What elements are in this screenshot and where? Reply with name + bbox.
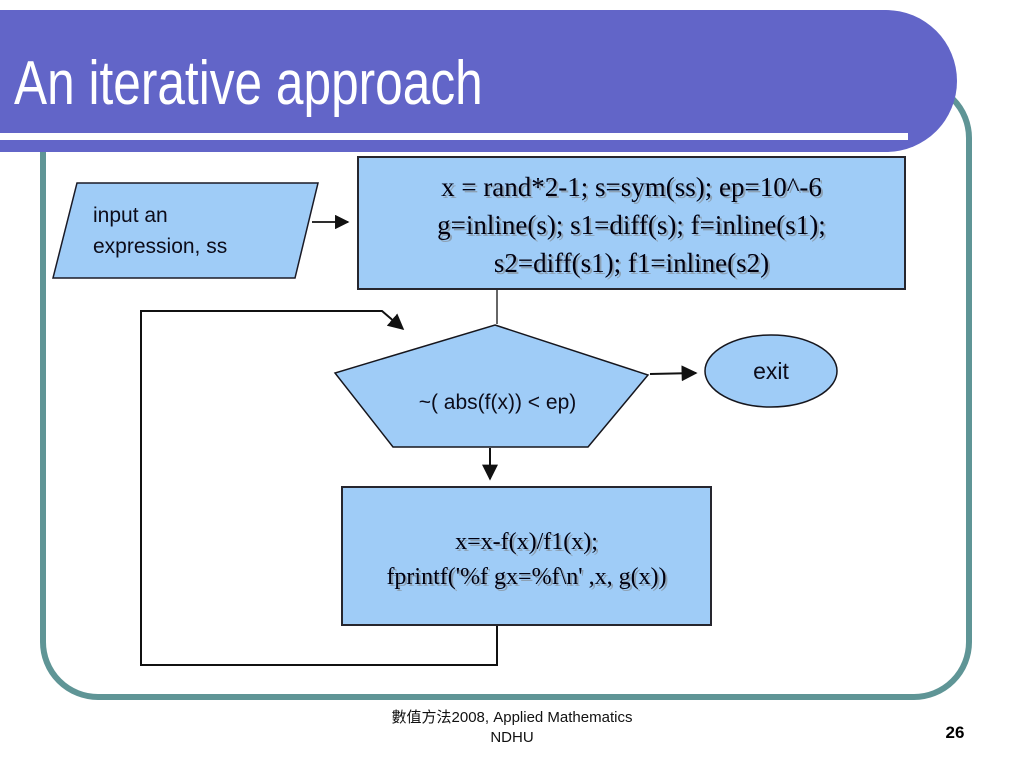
exit-label: exit	[753, 358, 789, 384]
title-underline	[0, 133, 908, 140]
slide-title: An iterative approach	[14, 49, 483, 118]
init-block-code: x = rand*2-1; s=sym(ss); ep=10^-6 g=inli…	[437, 172, 826, 278]
footer: 數值方法2008, Applied Mathematics NDHU	[312, 708, 712, 748]
exit-ellipse	[704, 334, 838, 408]
condition-pentagon	[333, 324, 650, 448]
condition-label: ~( abs(f(x)) < ep)	[418, 391, 577, 414]
footer-course-line: 數值方法2008, Applied Mathematics	[391, 709, 633, 726]
update-rectangle	[341, 486, 712, 626]
update-block-code: x=x-f(x)/f1(x); fprintf('%f gx=%f\n' ,x,…	[386, 529, 667, 590]
init-rectangle	[357, 156, 906, 290]
input-shape-label: input an expression, ss	[93, 204, 228, 258]
input-parallelogram	[52, 182, 319, 279]
arrow-condition-to-exit	[649, 365, 698, 382]
loop-back-arrow	[140, 310, 498, 666]
page-number: 26	[945, 723, 965, 742]
footer-institution-line: NDHU	[490, 729, 534, 746]
title-banner: An iterative approach	[0, 10, 957, 152]
